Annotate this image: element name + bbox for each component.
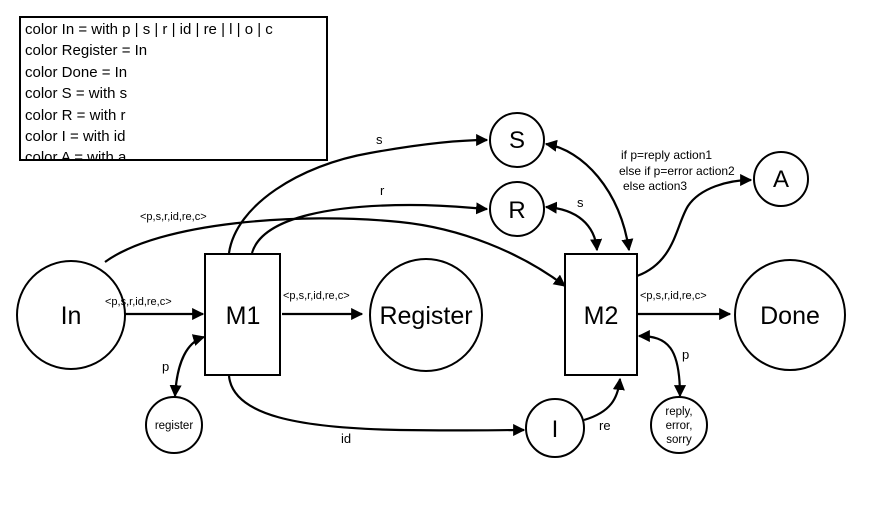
arc-m2-to-a [636, 173, 753, 278]
place-i-label: I [552, 416, 559, 443]
arc-label-m2-to-done: <p,s,r,id,re,c> [640, 290, 707, 302]
place-reply-error-sorry: reply, error, sorry [650, 396, 708, 454]
transition-m2: M2 [564, 253, 638, 376]
legend-line: color In = with p | s | r | id | re | l … [25, 21, 273, 38]
legend-line: color A = with a [25, 149, 127, 161]
arc-in-to-m2 [104, 217, 566, 287]
arc-label-m1-to-register: <p,s,r,id,re,c> [283, 290, 350, 302]
place-register-small-label: register [155, 420, 194, 432]
place-done: Done [734, 259, 846, 371]
arc-label-m1-to-i: id [341, 431, 351, 446]
arc-m2-reply [637, 329, 687, 398]
arc-m1-to-r [250, 202, 489, 254]
place-i: I [525, 398, 585, 458]
reply-label-line2: error, [666, 420, 693, 432]
arc-label-m1-to-s: s [376, 132, 383, 147]
place-r-label: R [508, 197, 525, 224]
legend-line: color R = with r [25, 106, 126, 124]
legend-line: color S = with s [25, 85, 128, 103]
arc-i-to-m2 [583, 377, 625, 422]
place-r: R [489, 181, 545, 237]
place-register: Register [369, 258, 483, 372]
legend-line: color I = with id [25, 128, 126, 146]
color-declarations-box: color In = with p | s | r | id | re | l … [19, 16, 328, 161]
place-in-label: In [61, 302, 82, 330]
arc-m1-register-small [169, 334, 206, 398]
legend-line: color Done = In [25, 63, 128, 81]
place-register-label: Register [379, 302, 472, 330]
transition-m2-label: M2 [584, 302, 619, 330]
arc-label-in-to-m1: <p,s,r,id,re,c> [105, 296, 172, 308]
guard-line-3: else action3 [623, 179, 687, 193]
place-a: A [753, 151, 809, 207]
place-register-small: register [145, 396, 203, 454]
place-in: In [16, 260, 126, 370]
guard-line-1: if p=reply action1 [621, 148, 712, 162]
place-a-label: A [773, 166, 789, 193]
transition-m1-label: M1 [226, 302, 261, 330]
place-s-label: S [509, 127, 525, 154]
legend-line: color Register = In [25, 42, 148, 60]
transition-m1: M1 [204, 253, 281, 376]
arc-label-r-m2: s [577, 195, 584, 210]
arc-label-in-to-m2: <p,s,r,id,re,c> [140, 211, 207, 223]
arc-label-m1-to-r: r [380, 183, 385, 198]
arc-m1-to-s [227, 133, 489, 254]
place-s: S [489, 112, 545, 168]
arc-m1-to-i [227, 375, 526, 437]
reply-label-line3: sorry [666, 434, 692, 446]
reply-label-line1: reply, [665, 406, 692, 418]
arc-r-m2 [544, 201, 603, 252]
arc-label-m1-register-small: p [162, 359, 169, 374]
guard-line-2: else if p=error action2 [619, 164, 735, 178]
arc-label-i-to-m2: re [599, 418, 611, 433]
arc-label-m2-reply: p [682, 347, 689, 362]
arc-s-m2 [544, 139, 634, 252]
place-done-label: Done [760, 302, 820, 330]
